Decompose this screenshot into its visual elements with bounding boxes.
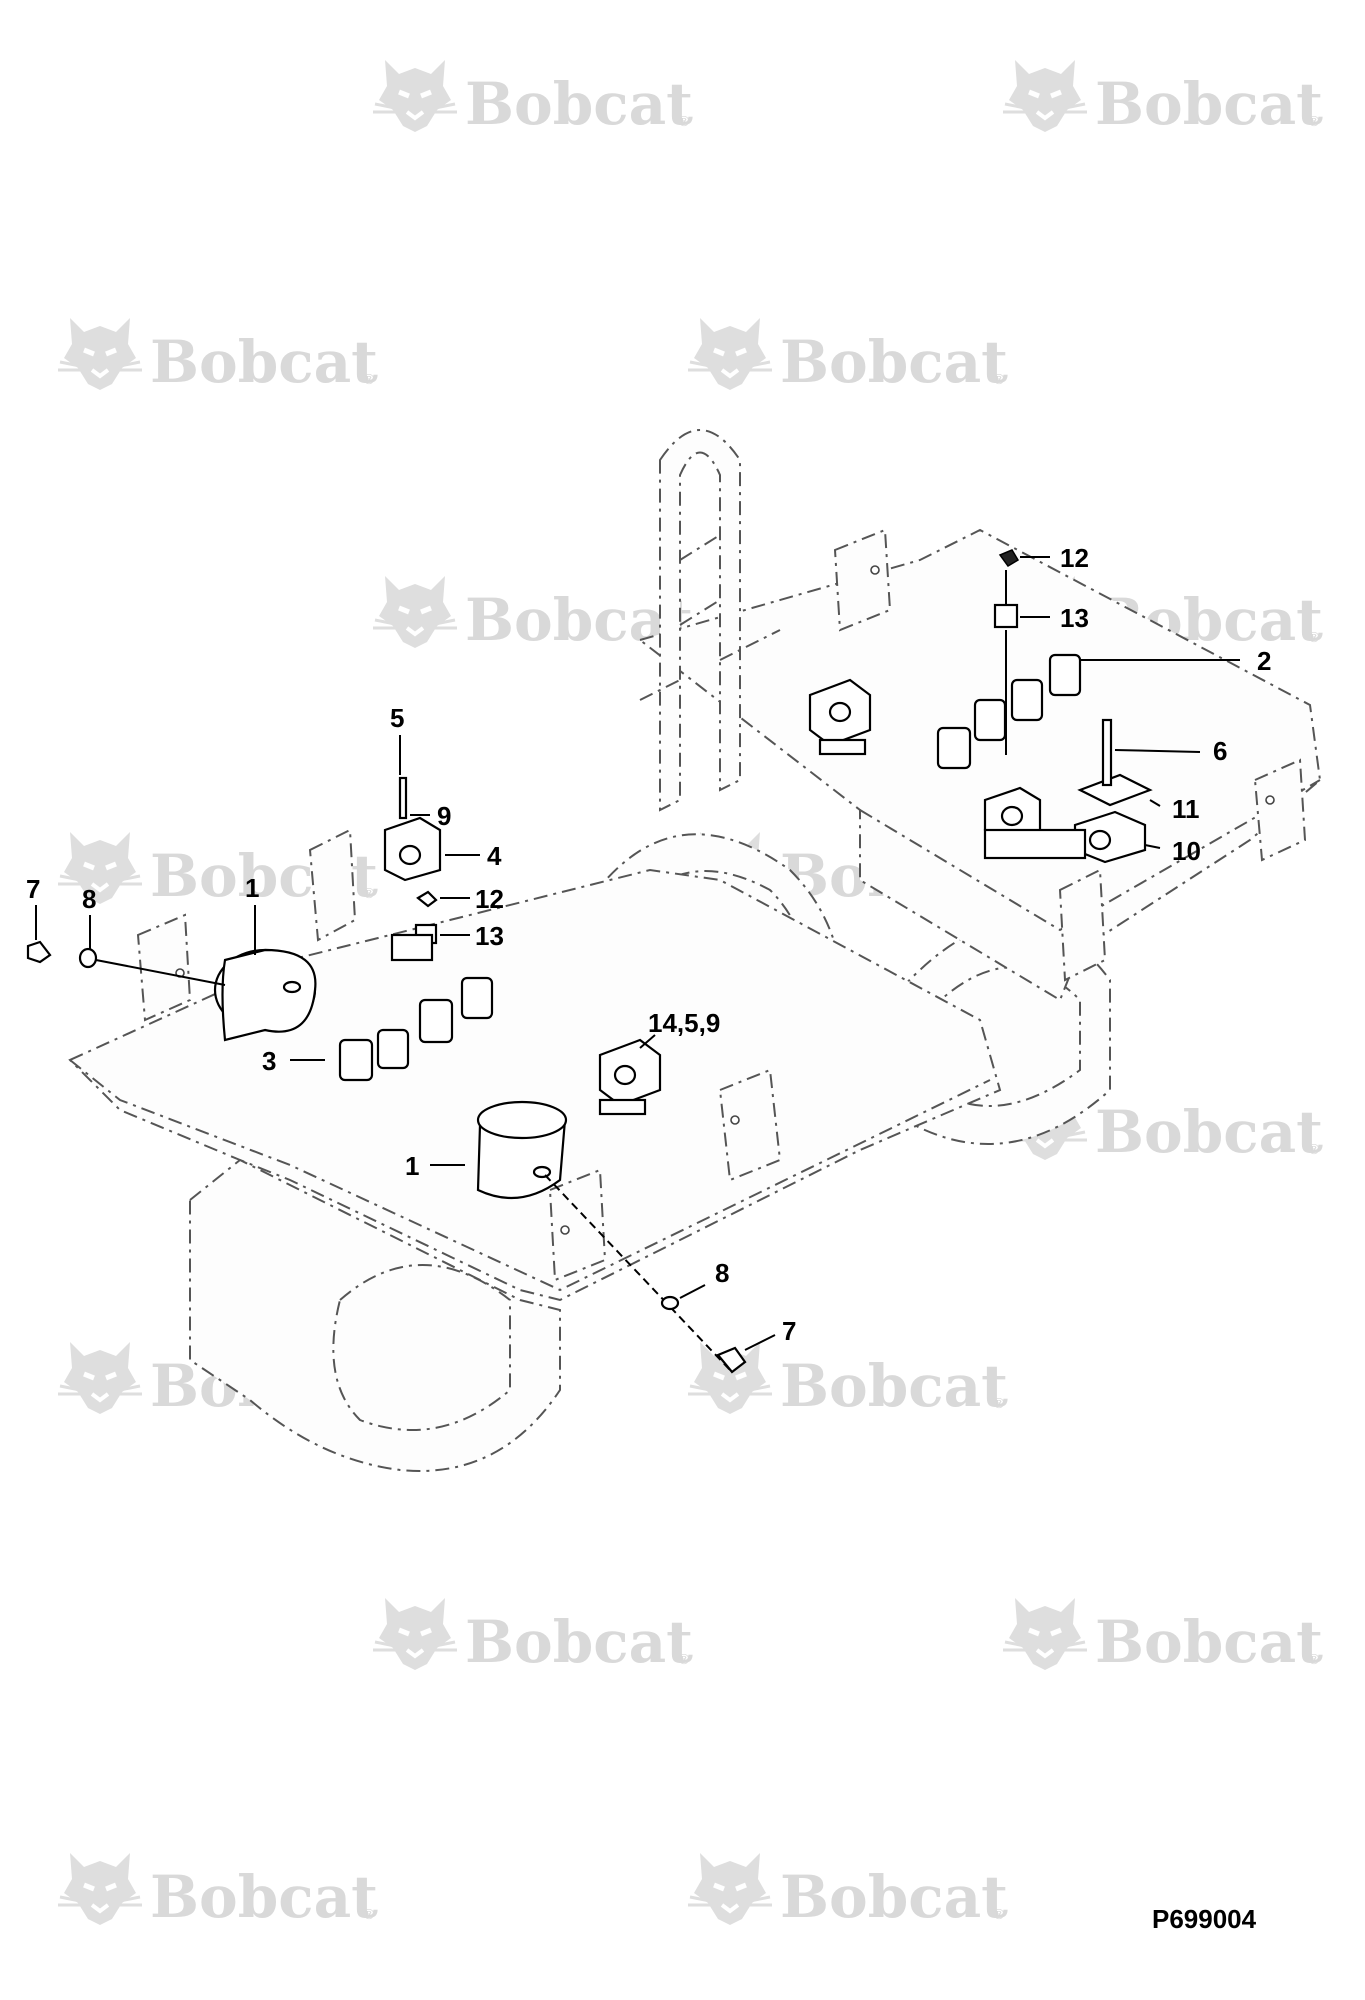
callout-number: 5 — [390, 703, 404, 733]
bobcat-head-icon — [373, 576, 457, 648]
watermark: Bobcat ® — [373, 60, 693, 138]
watermark-text: Bobcat — [1095, 1608, 1323, 1676]
clamp-block — [383, 776, 442, 882]
parts-layer — [26, 549, 1153, 1374]
watermark: Bobcat ® — [58, 318, 378, 396]
gusset — [136, 913, 192, 1022]
leader-line — [1144, 844, 1161, 849]
watermark: Bobcat ® — [688, 1342, 1008, 1420]
watermark: Bobcat ® — [373, 1598, 693, 1676]
gusset — [718, 1068, 782, 1182]
gusset — [833, 528, 892, 632]
watermark-text: Bobcat — [150, 1863, 378, 1931]
bobcat-head-icon — [58, 832, 142, 904]
watermark-text: Bobcat — [1095, 70, 1323, 138]
clamp-block — [808, 678, 872, 756]
watermark: Bobcat ® — [1003, 1598, 1323, 1676]
watermark: Bobcat ® — [688, 318, 1008, 396]
mounting-hole — [1265, 795, 1275, 805]
bobcat-head-icon — [688, 1853, 772, 1925]
gusset — [1058, 868, 1107, 982]
callout-number: 2 — [1257, 646, 1271, 676]
bobcat-head-icon — [58, 1342, 142, 1414]
callout-layer: 7 8 1 5 9 4 12 13 3 14,5,9 1 8 7 12 13 2… — [26, 543, 1271, 1346]
callout-number: 12 — [1060, 543, 1089, 573]
callout-number: 11 — [1172, 794, 1200, 824]
gusset — [308, 828, 357, 942]
leader-line — [1114, 749, 1201, 753]
bolt-washer-left — [26, 940, 226, 986]
bobcat-head-icon — [373, 60, 457, 132]
mounting-hole — [560, 1225, 570, 1235]
callout-number: 10 — [1172, 836, 1201, 866]
callout-number: 8 — [82, 884, 96, 914]
bobcat-head-icon — [1003, 1598, 1087, 1670]
watermark-text: Bobcat — [150, 328, 378, 396]
watermark-registered: ® — [992, 1396, 1006, 1412]
clamp-block — [598, 1038, 662, 1116]
bobcat-head-icon — [1003, 60, 1087, 132]
callout-number: 9 — [437, 801, 451, 831]
watermark-registered: ® — [362, 372, 376, 388]
callout-number: 1 — [405, 1151, 419, 1181]
bolt-washer-bottom — [544, 1174, 747, 1374]
callout-number: 13 — [1060, 603, 1089, 633]
watermark-registered: ® — [1307, 1652, 1321, 1668]
gusset — [548, 1168, 607, 1282]
callout-number: 4 — [487, 841, 502, 871]
bobcat-head-icon — [373, 1598, 457, 1670]
watermark: Bobcat ® — [58, 1853, 378, 1931]
watermark-registered: ® — [362, 1907, 376, 1923]
watermark-registered: ® — [677, 114, 691, 130]
front-track-housing — [189, 1158, 561, 1472]
mount-cylinder — [213, 948, 317, 1042]
roll-bar — [659, 429, 741, 812]
callout-number: 13 — [475, 921, 504, 951]
bobcat-head-icon — [58, 1853, 142, 1925]
watermark-text: Bobcat — [465, 70, 693, 138]
drawing-code: P699004 — [1152, 1904, 1257, 1934]
watermark-registered: ® — [992, 1907, 1006, 1923]
watermark: Bobcat ® — [688, 1853, 1008, 1931]
callout-number: 7 — [26, 874, 40, 904]
callout-number: 12 — [475, 884, 504, 914]
gusset — [1253, 758, 1307, 862]
bobcat-head-icon — [58, 318, 142, 390]
mounting-hole — [730, 1115, 740, 1125]
leader-line — [744, 1334, 776, 1351]
callout-number: 7 — [782, 1316, 796, 1346]
watermark-registered: ® — [1307, 1142, 1321, 1158]
leader-line — [639, 1034, 656, 1049]
leader-lines — [35, 556, 1240, 1351]
leader-line — [679, 1284, 706, 1299]
watermark: Bobcat ® — [1003, 60, 1323, 138]
fitting-group-left — [338, 890, 494, 1082]
fitting-group-right — [936, 549, 1082, 770]
upper-right-deck — [637, 528, 1322, 1002]
leader-line — [1149, 799, 1161, 807]
clamp-block — [983, 718, 1153, 864]
watermark-registered: ® — [992, 372, 1006, 388]
callout-number: 3 — [262, 1046, 276, 1076]
watermark-registered: ® — [1307, 114, 1321, 130]
watermark-text: Bobcat — [465, 1608, 693, 1676]
callout-number: 14,5,9 — [648, 1008, 720, 1038]
watermark-registered: ® — [362, 886, 376, 902]
watermark-registered: ® — [1307, 630, 1321, 646]
watermark-text: Bobcat — [1095, 1098, 1323, 1166]
callout-number: 8 — [715, 1258, 729, 1288]
callout-number: 6 — [1213, 736, 1227, 766]
mounting-hole — [870, 565, 880, 575]
bobcat-head-icon — [688, 318, 772, 390]
mount-cylinder — [476, 1100, 568, 1200]
watermark-text: Bobcat — [780, 1352, 1008, 1420]
watermark-text: Bobcat — [780, 328, 1008, 396]
callout-number: 1 — [245, 873, 259, 903]
watermark-text: Bobcat — [780, 1863, 1008, 1931]
watermark-registered: ® — [677, 1652, 691, 1668]
watermark: Bobcat ® — [1003, 1088, 1323, 1166]
